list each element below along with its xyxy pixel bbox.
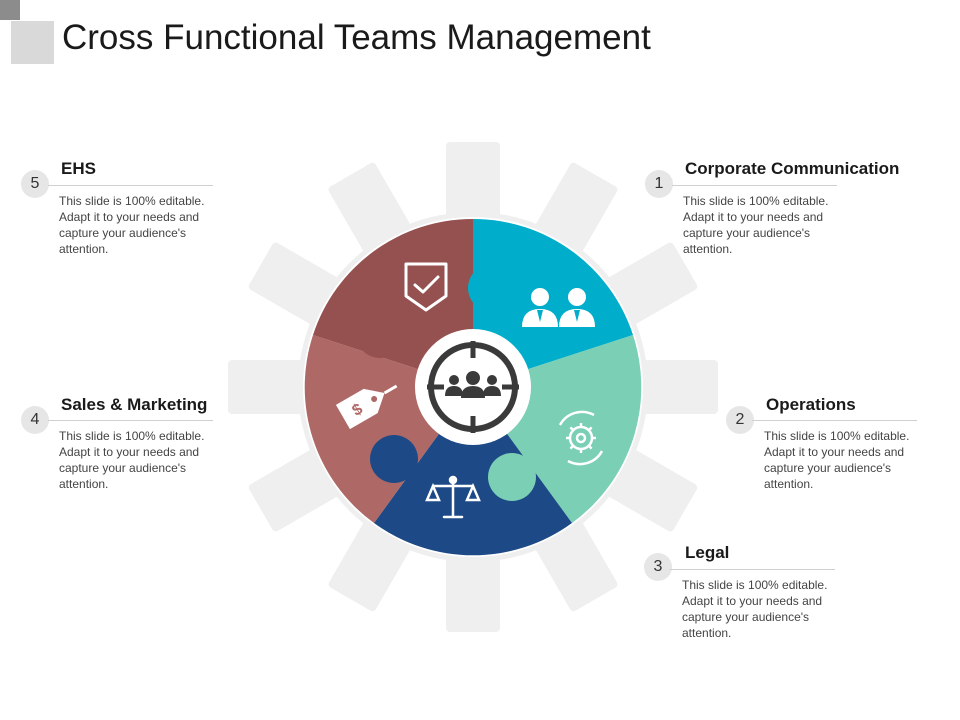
legal-description: This slide is 100% editable. Adapt it to… <box>682 578 828 640</box>
segment-legal <box>374 387 572 556</box>
divider <box>752 420 917 421</box>
sales-marketing-title: Sales & Marketing <box>61 395 208 414</box>
ehs-title: EHS <box>61 159 96 178</box>
divider <box>48 420 213 421</box>
puzzle-knob <box>468 264 516 312</box>
page-title: Cross Functional Teams Management <box>62 18 651 57</box>
gear-cog-tooth <box>569 426 575 432</box>
team-target-icon <box>427 341 519 433</box>
legal-title: Legal <box>685 543 730 562</box>
puzzle-knob <box>549 358 597 406</box>
corporate-communication-title: Corporate Communication <box>685 159 900 178</box>
corporate-communication-description: This slide is 100% editable. Adapt it to… <box>683 194 829 256</box>
gear-tooth <box>628 360 718 414</box>
divider <box>672 185 837 186</box>
price-tag-icon: $ <box>335 384 398 430</box>
gear-cog-tooth <box>569 444 575 450</box>
puzzle-knob <box>370 435 418 483</box>
corner-accent-box <box>11 21 54 64</box>
gear-cog-tooth <box>587 444 593 450</box>
scales-icon <box>425 475 481 519</box>
segment-corporate-communication <box>473 218 633 387</box>
people-icon <box>522 288 595 327</box>
puzzle-knob <box>488 453 536 501</box>
gear-cycle-icon <box>558 410 604 466</box>
gear-tooth <box>446 142 500 232</box>
gear-tooth <box>228 360 318 414</box>
step-number-5: 5 <box>21 170 49 198</box>
gear-tooth <box>446 542 500 632</box>
shield-check-icon <box>404 262 448 312</box>
divider <box>48 185 213 186</box>
step-number-2: 2 <box>726 406 754 434</box>
step-number-4: 4 <box>21 406 49 434</box>
step-number-3: 3 <box>644 553 672 581</box>
corner-accent <box>0 0 20 20</box>
puzzle-knob <box>356 310 404 358</box>
divider <box>670 569 835 570</box>
sales-marketing-description: This slide is 100% editable. Adapt it to… <box>59 429 205 491</box>
gear-cog-tooth <box>587 426 593 432</box>
step-number-1: 1 <box>645 170 673 198</box>
segment-ehs <box>313 218 473 387</box>
ehs-description: This slide is 100% editable. Adapt it to… <box>59 194 205 256</box>
operations-description: This slide is 100% editable. Adapt it to… <box>764 429 910 491</box>
operations-title: Operations <box>766 395 856 414</box>
